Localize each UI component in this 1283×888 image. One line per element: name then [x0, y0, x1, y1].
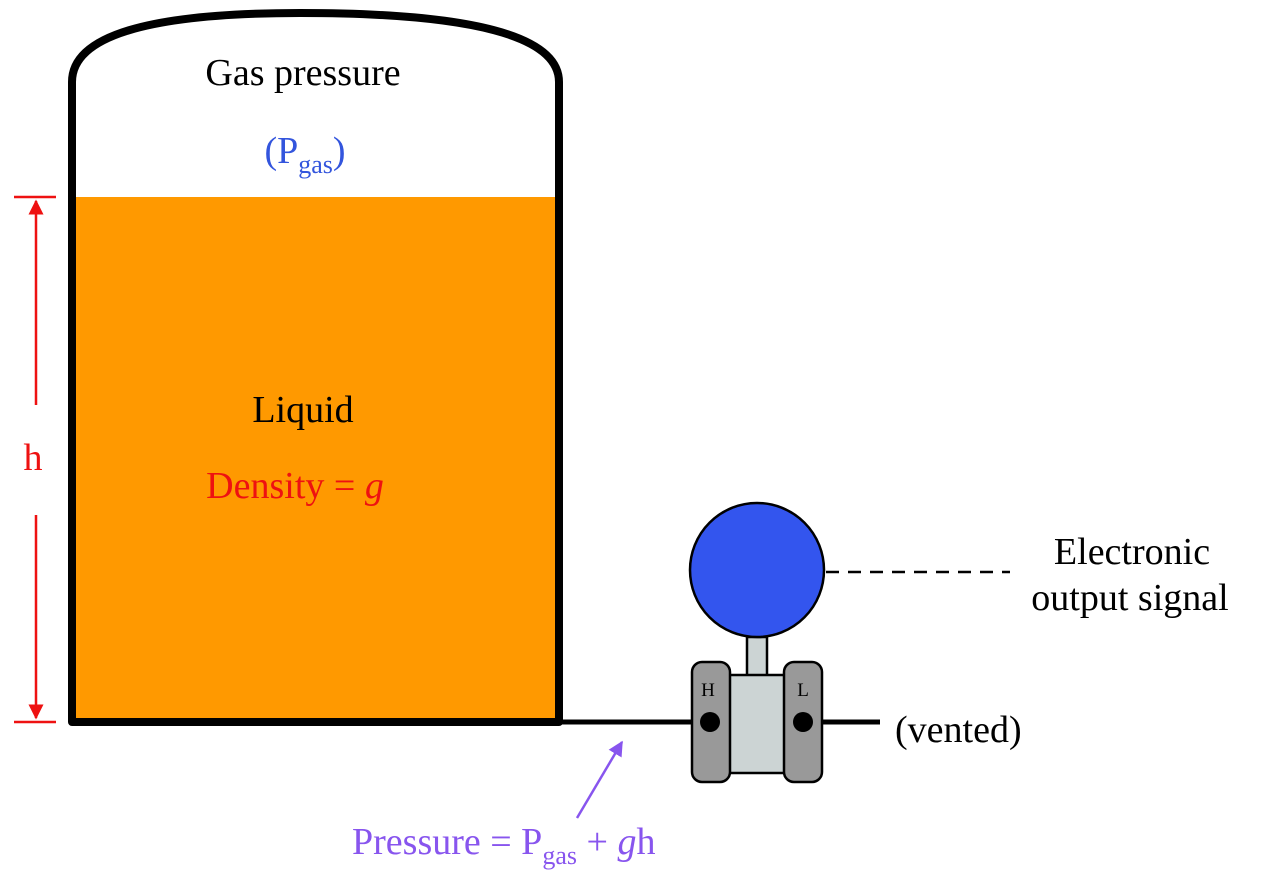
equation-g: g: [617, 821, 636, 863]
liquid-fill: [72, 197, 559, 722]
signal-label-line2: output signal: [1031, 577, 1228, 619]
gas-pressure-symbol: (Pgas): [264, 130, 345, 179]
low-port-connection: [793, 712, 813, 732]
equation-prefix: Pressure = P: [352, 821, 542, 863]
high-port-label: H: [701, 680, 715, 701]
pressure-pointer-arrow: [575, 740, 624, 819]
signal-label-line1: Electronic: [1054, 531, 1210, 573]
liquid-label: Liquid: [252, 389, 353, 431]
density-symbol: g: [365, 465, 384, 507]
height-label: h: [24, 437, 43, 479]
transmitter-neck: [745, 635, 769, 681]
equation-h: h: [636, 821, 655, 863]
pressure-equation: Pressure = Pgas + gh: [352, 821, 655, 870]
high-port-connection: [700, 712, 720, 732]
gas-pressure-label: Gas pressure: [205, 52, 400, 94]
height-dimension: h: [14, 195, 56, 724]
density-text: Density =: [206, 465, 365, 507]
equation-sub: gas: [542, 841, 577, 870]
pressure-transmitter: H L: [688, 501, 826, 784]
gas-symbol-open: (P: [264, 130, 298, 172]
transmitter-body: [726, 673, 788, 775]
transmitter-head: [688, 501, 826, 639]
low-port-label: L: [797, 680, 809, 701]
tank-outline: [68, 9, 563, 726]
vented-label: (vented): [895, 709, 1022, 751]
density-label: Density = g: [206, 465, 384, 507]
equation-plus: +: [577, 821, 617, 863]
gas-symbol-close: ): [333, 130, 346, 172]
gas-symbol-sub: gas: [298, 150, 333, 179]
